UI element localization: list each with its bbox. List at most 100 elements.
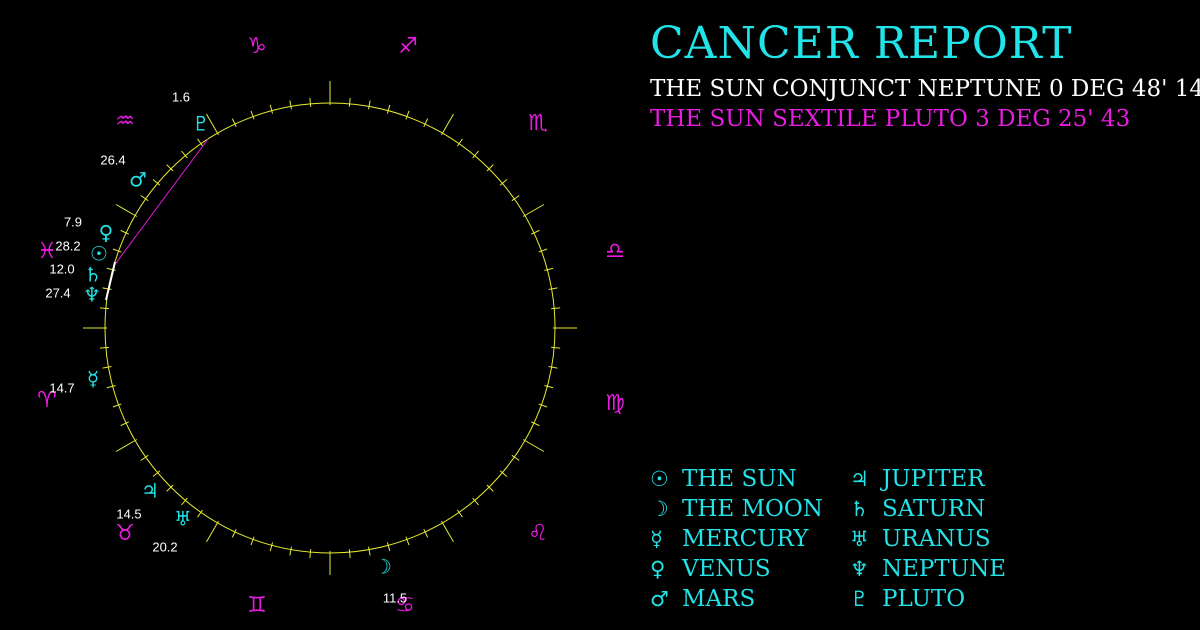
moon-icon: ☽ <box>374 555 392 579</box>
legend-label: THE SUN <box>682 466 797 492</box>
wheel-tick <box>386 542 391 552</box>
wheel-tick <box>368 100 371 110</box>
planet-degree-label: 27.4 <box>45 285 70 300</box>
neptune-icon: ♆ <box>850 557 869 581</box>
saturn-icon: ♄ <box>84 263 102 287</box>
legend-item-pluto: ♇PLUTO <box>848 586 1048 612</box>
jupiter-icon: ♃ <box>141 479 159 503</box>
wheel-tick <box>181 150 188 159</box>
sun-icon: ☉ <box>650 467 669 491</box>
wheel-tick <box>197 509 204 518</box>
legend-label: THE MOON <box>682 496 823 522</box>
scorpio-icon: ♏ <box>528 111 548 136</box>
wheel-tick <box>102 287 112 290</box>
aspect-sun-sextile-pluto: THE SUN SEXTILE PLUTO 3 DEG 25' 43 <box>650 106 1131 132</box>
planet-degree-label: 14.7 <box>49 380 74 395</box>
aspect-line-conjunct <box>105 261 116 301</box>
cancer-icon: ♋ <box>395 593 415 618</box>
legend-item-venus: ♀ VENUS <box>648 556 848 582</box>
wheel-tick <box>102 366 112 369</box>
pluto-icon: ♇ <box>192 112 210 136</box>
uranus-icon: ♅ <box>174 507 192 531</box>
legend-item-mars: ♂ MARS <box>648 586 848 612</box>
wheel-tick <box>486 484 494 492</box>
wheel-tick <box>456 509 463 518</box>
wheel-tick <box>166 164 174 172</box>
legend-item-jupiter: ♃JUPITER <box>848 466 1048 492</box>
wheel-tick <box>530 421 540 427</box>
sagittarius-icon: ♐ <box>398 34 418 59</box>
wheel-tick <box>269 542 274 552</box>
legend-item-mercury: ☿ MERCURY <box>648 526 848 552</box>
aspect-sun-conjunct-neptune: THE SUN CONJUNCT NEPTUNE 0 DEG 48' 14 <box>650 76 1200 102</box>
planet-degree-label: 1.6 <box>172 89 190 104</box>
capricorn-icon: ♑ <box>247 34 267 59</box>
venus-icon: ♀ <box>99 221 114 245</box>
wheel-tick <box>289 100 292 110</box>
wheel-tick <box>140 454 149 461</box>
uranus-icon: ♅ <box>850 527 869 551</box>
wheel-tick <box>99 346 109 349</box>
wheel-tick <box>368 546 371 556</box>
wheel-tick <box>538 403 548 408</box>
venus-icon: ♀ <box>650 557 666 581</box>
wheel-tick <box>166 484 174 492</box>
wheel-cusp-tick <box>522 439 545 452</box>
wheel-tick <box>544 267 554 272</box>
taurus-icon: ♉ <box>115 521 135 546</box>
wheel-tick <box>548 366 558 369</box>
wheel-tick <box>152 470 161 477</box>
wheel-tick <box>405 536 410 546</box>
wheel-tick <box>544 384 554 389</box>
wheel-cusp-tick <box>206 520 219 543</box>
legend-label: MERCURY <box>682 526 809 552</box>
jupiter-icon: ♃ <box>850 467 869 491</box>
wheel-tick <box>423 118 429 128</box>
planet-degree-label: 11.5 <box>383 590 407 605</box>
legend-label: VENUS <box>682 556 771 582</box>
aspect-line-sextile <box>115 138 209 264</box>
wheel-cusp-tick <box>522 204 545 217</box>
wheel-tick <box>140 195 149 202</box>
aquarius-icon: ♒ <box>115 109 135 134</box>
wheel-tick <box>250 536 255 546</box>
planet-degree-label: 20.2 <box>152 539 177 554</box>
wheel-tick <box>511 195 520 202</box>
mars-icon: ♂ <box>650 587 669 611</box>
mercury-icon: ☿ <box>650 527 663 551</box>
legend-item-uranus: ♅URANUS <box>848 526 1048 552</box>
natal-wheel-chart: ♑♐♏♎♍♌♋♊♉♈♓♒♇1.6♂26.4♀7.9☉28.2♄12.0♆27.4… <box>37 34 625 618</box>
wheel-cusp-tick <box>206 113 219 136</box>
wheel-tick <box>530 229 540 235</box>
planet-degree-label: 12.0 <box>49 261 74 276</box>
planet-degree-label: 28.2 <box>55 238 80 253</box>
wheel-tick <box>551 346 561 349</box>
planet-legend: ☉THE SUN ♃JUPITER ☽THE MOON ♄SATURN ☿MER… <box>648 466 1048 612</box>
mars-icon: ♂ <box>129 168 147 192</box>
wheel-tick <box>231 118 237 128</box>
wheel-tick <box>538 248 548 253</box>
wheel-tick <box>472 150 479 159</box>
legend-label: MARS <box>682 586 756 612</box>
legend-item-sun: ☉ THE SUN <box>648 466 848 492</box>
wheel-tick <box>112 248 122 253</box>
wheel-tick <box>112 403 122 408</box>
planet-degree-label: 14.5 <box>116 506 141 521</box>
planet-degree-label: 26.4 <box>100 152 125 167</box>
wheel-tick <box>197 138 204 147</box>
wheel-tick <box>348 97 351 107</box>
legend-label: PLUTO <box>882 586 966 612</box>
legend-item-neptune: ♆ NEPTUNE <box>848 556 1048 582</box>
wheel-tick <box>152 179 161 186</box>
leo-icon: ♌ <box>528 521 548 546</box>
wheel-tick <box>486 164 494 172</box>
legend-label: NEPTUNE <box>882 556 1007 582</box>
wheel-tick <box>289 546 292 556</box>
wheel-tick <box>499 179 508 186</box>
wheel-tick <box>511 454 520 461</box>
wheel-tick <box>231 528 237 538</box>
wheel-tick <box>309 97 312 107</box>
saturn-icon: ♄ <box>850 497 869 521</box>
wheel-cusp-tick <box>115 204 138 217</box>
planet-degree-label: 7.9 <box>64 214 82 229</box>
